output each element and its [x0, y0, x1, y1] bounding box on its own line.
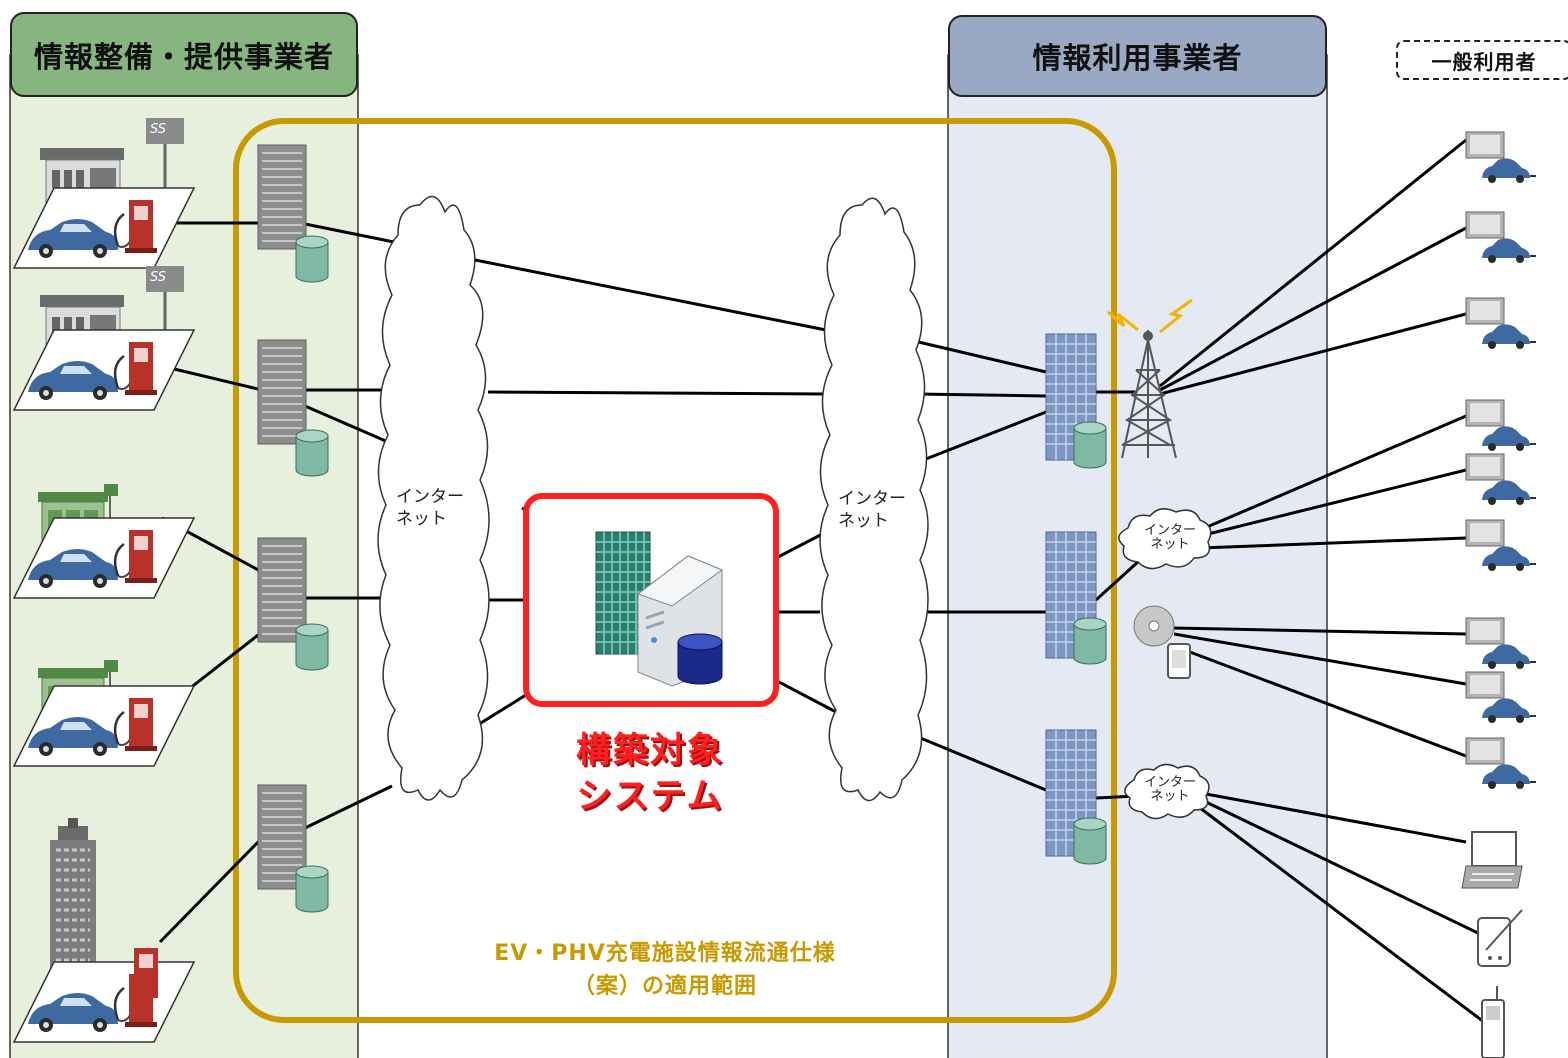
db-green-16 — [295, 865, 329, 913]
station-5 — [12, 818, 196, 1044]
internet-label-small-1-line1: インター — [1143, 523, 1196, 538]
station-4 — [12, 660, 196, 768]
car-nav-30 — [1465, 671, 1537, 724]
internet-label-middle-line2: ネット — [838, 511, 889, 531]
mobile-phone-icon — [1481, 986, 1505, 1058]
internet-label-left: インター ネット — [396, 486, 464, 530]
station-2 — [12, 266, 196, 412]
db-green-22 — [1073, 817, 1107, 865]
target-database-icon — [677, 633, 723, 685]
general-user-header: 一般利用者 — [1396, 40, 1568, 80]
internet-label-small-1-line2: ネット — [1150, 537, 1190, 552]
internet-cloud-middle — [819, 197, 929, 802]
db-green-18 — [1073, 421, 1107, 469]
car-nav-26 — [1465, 399, 1537, 452]
ss-sign-text-2: SS — [150, 270, 167, 285]
laptop-icon — [1461, 831, 1523, 889]
station-3 — [12, 484, 196, 600]
internet-cloud-small-2 — [1124, 763, 1210, 820]
extra-charger — [134, 948, 158, 998]
rack-9 — [257, 144, 307, 250]
internet-cloud-small-1 — [1118, 508, 1212, 570]
internet-label-small-2-line2: ネット — [1150, 789, 1190, 804]
internet-label-middle-line1: インター — [838, 489, 906, 509]
db-green-12 — [295, 429, 329, 477]
pda-icon — [1477, 909, 1523, 967]
antenna-tower-icon — [1107, 298, 1193, 459]
scope-label-line2: （案）の適用範囲 — [572, 974, 757, 999]
scope-label-line1: EV・PHV充電施設情報流通仕様 — [494, 941, 836, 966]
internet-label-left-line2: ネット — [396, 509, 447, 529]
car-nav-24 — [1465, 211, 1537, 264]
rack-11 — [257, 339, 307, 445]
db-green-10 — [295, 235, 329, 283]
station-1 — [12, 118, 196, 270]
provider-header: 情報整備・提供事業者 — [10, 12, 358, 97]
car-nav-31 — [1465, 737, 1537, 790]
car-nav-28 — [1465, 519, 1537, 572]
disc-icon — [1133, 605, 1175, 647]
car-nav-29 — [1465, 617, 1537, 670]
target-system-label: 構築対象 システム — [500, 728, 800, 820]
ss-sign-text-1: SS — [150, 122, 167, 137]
target-system-label-line1: 構築対象 — [575, 731, 724, 771]
db-green-14 — [295, 623, 329, 671]
internet-label-small-2-line1: インター — [1143, 775, 1196, 790]
internet-label-middle: インター ネット — [838, 488, 906, 532]
ss-sign-2 — [146, 266, 184, 344]
car-nav-25 — [1465, 297, 1537, 350]
user-business-header: 情報利用事業者 — [948, 15, 1327, 97]
internet-cloud-left — [377, 195, 490, 801]
car-nav-27 — [1465, 453, 1537, 506]
car-nav-23 — [1465, 131, 1537, 184]
target-system-label-line2: システム — [576, 777, 724, 817]
db-green-20 — [1073, 617, 1107, 665]
internet-label-small-2: インター ネット — [1134, 776, 1206, 804]
scope-boundary — [233, 118, 1117, 1023]
portable-device-icon — [1167, 643, 1191, 679]
internet-label-small-1: インター ネット — [1134, 524, 1206, 552]
scope-label: EV・PHV充電施設情報流通仕様 （案）の適用範囲 — [430, 937, 900, 1003]
internet-label-left-line1: インター — [396, 487, 464, 507]
